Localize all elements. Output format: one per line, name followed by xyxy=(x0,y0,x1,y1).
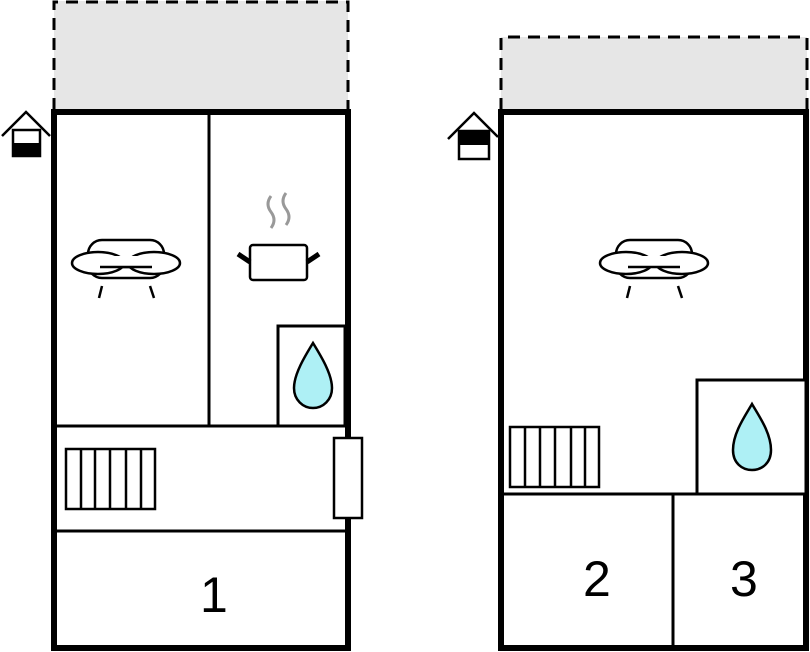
door-floor-1 xyxy=(332,436,364,520)
entrance-icon xyxy=(447,111,499,161)
floor-1: 1 xyxy=(1,0,364,651)
floor-2: 2 3 xyxy=(447,35,809,651)
bedroom-label-2: 2 xyxy=(583,551,611,607)
bathroom-water-drop-icon xyxy=(731,401,773,472)
bedroom-label-1: 1 xyxy=(200,567,228,623)
bathroom-water-drop-icon xyxy=(292,340,334,410)
entrance-icon xyxy=(1,110,51,158)
living-room-sofa-icon xyxy=(598,238,710,299)
bedroom-label-3: 3 xyxy=(730,551,758,607)
staircase-icon xyxy=(508,425,601,489)
kitchen-pot-icon xyxy=(236,192,321,282)
terrace-floor-2 xyxy=(499,35,809,110)
living-room-sofa-icon xyxy=(70,238,182,299)
staircase-icon xyxy=(64,447,157,511)
terrace-floor-1 xyxy=(52,0,350,110)
